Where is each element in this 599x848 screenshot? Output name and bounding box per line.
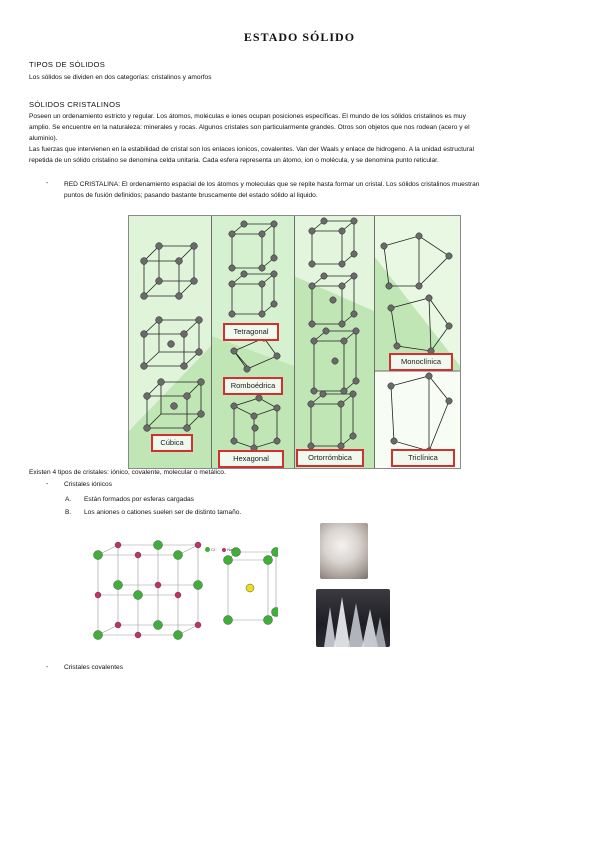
cristalinos-line: amplio. Se encuentre en la naturaleza: m… — [29, 124, 470, 131]
cristalinos-paragraph: Poseen un ordenamiento estricto y regula… — [29, 111, 574, 166]
label-ortorrombica: Ortorrómbica — [296, 449, 364, 467]
ionicos-item-marker: A. — [65, 496, 72, 503]
na-ion-icon — [222, 547, 227, 552]
cristalinos-line: Las fuerzas que intervienen en la estabi… — [29, 146, 474, 153]
red-cristalina-text: RED CRISTALINA: El ordenamiento espacial… — [64, 179, 576, 201]
label-monoclinica: Monoclínica — [389, 353, 453, 371]
ionicos-item-marker: B. — [65, 509, 72, 516]
ion-legend: Cl⁻ Na⁺ — [205, 547, 235, 553]
label-triclinica: Triclínica — [391, 449, 455, 467]
cristalinos-line: Poseen un ordenamiento estricto y regula… — [29, 113, 466, 120]
tipos-text: Los sólidos se dividen en dos categorías… — [29, 74, 212, 81]
red-cristalina-line: RED CRISTALINA: El ordenamiento espacial… — [64, 181, 480, 188]
ionicos-item-text: Los aniones o cationes suelen ser de dis… — [84, 509, 242, 516]
cl-ion-icon — [205, 547, 210, 553]
crystal-systems-figure: Cúbica Tetragonal Romboédrica Hexagonal … — [128, 215, 461, 469]
red-cristalina-line: puntos de fusión definidos; pasando bast… — [64, 192, 318, 199]
cristalinos-heading: SÓLIDOS CRISTALINOS — [29, 100, 121, 109]
bullet-dash-icon: - — [46, 481, 49, 488]
legend-na: Na⁺ — [227, 547, 235, 552]
bullet-dash-icon: - — [46, 180, 49, 187]
bullet-dash-icon: - — [46, 664, 49, 671]
nacl-lattice-drawing — [93, 540, 278, 640]
label-hexagonal: Hexagonal — [218, 450, 284, 468]
tipos-cristales-text: Existen 4 tipos de cristales: iónico, co… — [29, 469, 226, 476]
quartz-shapes — [324, 597, 386, 647]
ionicos-item-text: Están formados por esferas cargadas — [84, 496, 194, 503]
ionicos-heading: Cristales iónicos — [64, 481, 113, 488]
covalentes-heading: Cristales covalentes — [64, 664, 124, 671]
cristalinos-line: repetida de un sólido cristalino se deno… — [29, 157, 439, 164]
label-romboedrica: Romboédrica — [223, 377, 283, 395]
cristalinos-line: aluminio). — [29, 135, 58, 142]
page-title: ESTADO SÓLIDO — [243, 30, 356, 44]
tipos-heading: TIPOS DE SÓLIDOS — [29, 60, 106, 69]
label-cubica: Cúbica — [151, 434, 193, 452]
quartz-crystals-photo — [316, 589, 390, 647]
salt-cube-photo — [320, 523, 368, 579]
lattice-drawings — [140, 217, 453, 455]
label-tetragonal: Tetragonal — [223, 323, 279, 341]
legend-cl: Cl⁻ — [211, 547, 218, 552]
